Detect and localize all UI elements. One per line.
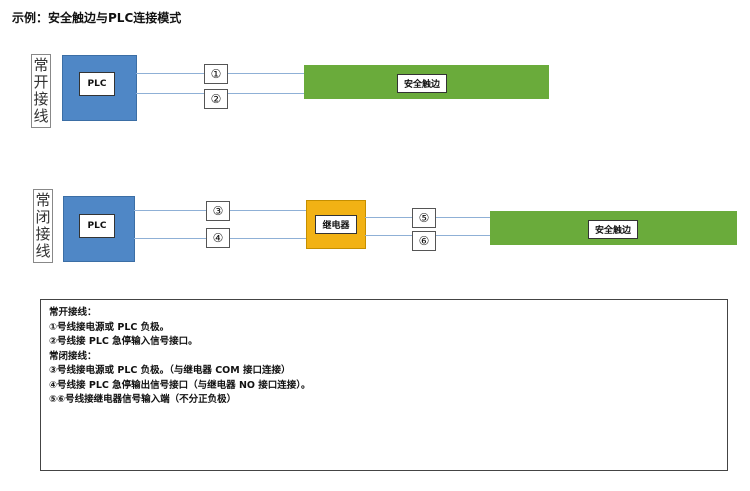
wire-marker-5: ⑤ bbox=[412, 208, 436, 228]
safety-edge-no: 安全触边 bbox=[304, 65, 549, 99]
safety-edge-label-no: 安全触边 bbox=[403, 80, 440, 90]
wire-marker-2: ② bbox=[204, 89, 228, 109]
safety-edge-label-nc: 安全触边 bbox=[594, 226, 631, 236]
plc-block-no: PLC bbox=[62, 55, 137, 121]
safety-edge-nc: 安全触边 bbox=[490, 211, 737, 245]
plc-label-nc: PLC bbox=[87, 221, 107, 231]
wire-marker-1: ① bbox=[204, 64, 228, 84]
plc-label-no: PLC bbox=[87, 79, 107, 89]
relay-block: 继电器 bbox=[306, 200, 366, 249]
note-line: 常闭接线： bbox=[49, 350, 97, 362]
relay-label: 继电器 bbox=[322, 221, 350, 231]
relay-label-box: 继电器 bbox=[315, 215, 357, 234]
wire-marker-4-text: ④ bbox=[212, 231, 224, 245]
note-line: ①号线接电源或 PLC 负极。 bbox=[49, 321, 170, 333]
note-line: 常开接线： bbox=[49, 307, 97, 318]
plc-block-nc: PLC bbox=[63, 196, 135, 262]
wire-marker-6: ⑥ bbox=[412, 231, 436, 251]
note-line: ④号线接 PLC 急停输出信号接口（与继电器 NO 接口连接）。 bbox=[49, 379, 311, 391]
note-line: ⑤⑥号线接继电器信号输入端（不分正负极） bbox=[49, 394, 237, 405]
safety-edge-label-box-nc: 安全触边 bbox=[588, 220, 638, 239]
page-title: 示例：安全触边与PLC连接模式 bbox=[12, 11, 182, 25]
note-line: ③号线接电源或 PLC 负极。（与继电器 COM 接口连接） bbox=[49, 365, 291, 376]
wire-marker-3: ③ bbox=[206, 201, 230, 221]
section-nc-label: 常闭接线 bbox=[33, 189, 53, 263]
plc-label-box-no: PLC bbox=[79, 72, 115, 96]
section-nc-label-text: 常闭接线 bbox=[35, 191, 51, 260]
section-no-label: 常开接线 bbox=[31, 54, 51, 128]
wire-marker-6-text: ⑥ bbox=[418, 234, 430, 248]
wire-marker-3-text: ③ bbox=[212, 204, 224, 218]
notes-box: 常开接线： ①号线接电源或 PLC 负极。 ②号线接 PLC 急停输入信号接口。… bbox=[40, 299, 728, 471]
wire-marker-4: ④ bbox=[206, 228, 230, 248]
section-no-label-text: 常开接线 bbox=[33, 56, 49, 125]
wire-marker-1-text: ① bbox=[210, 67, 222, 81]
plc-label-box-nc: PLC bbox=[79, 214, 115, 238]
wire-marker-2-text: ② bbox=[210, 92, 222, 106]
note-line: ②号线接 PLC 急停输入信号接口。 bbox=[49, 336, 198, 347]
wire-marker-5-text: ⑤ bbox=[418, 211, 430, 225]
safety-edge-label-box-no: 安全触边 bbox=[397, 74, 447, 93]
